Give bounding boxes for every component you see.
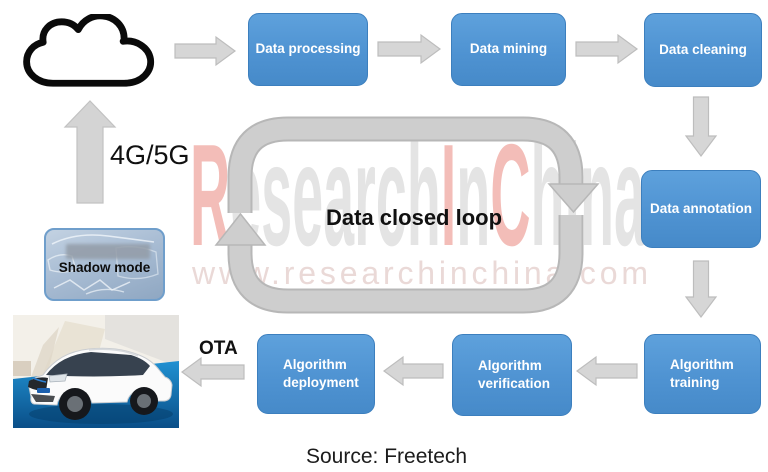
flow-box-label: Data processing	[255, 41, 361, 57]
ota-label: OTA	[199, 338, 238, 359]
flow-box-label: verification	[478, 376, 551, 391]
loop-up-arrowhead-icon	[214, 212, 267, 246]
flow-box-label: training	[670, 375, 720, 390]
source-caption: Source: Freetech	[306, 445, 468, 468]
flow-box-label: Algorithm	[283, 356, 347, 372]
flow-box-label: Data cleaning	[659, 41, 747, 57]
shadow-mode-label: Shadow mode	[58, 260, 151, 275]
flow-box-label: Algorithm	[478, 357, 542, 373]
arrow-annotation-to-training-icon	[684, 260, 718, 318]
flow-box-data-mining: Data mining	[451, 13, 566, 86]
shadow-mode-image: Shadow mode	[44, 228, 165, 301]
arrow-training-to-verification-icon	[575, 355, 638, 387]
car-photo	[13, 315, 179, 428]
arrow-mining-to-cleaning-icon	[575, 33, 639, 65]
flow-box-algorithm-training: Algorithm training	[644, 334, 761, 414]
flow-box-label: Data mining	[469, 41, 548, 57]
flow-box-data-cleaning: Data cleaning	[644, 13, 762, 87]
white-suv-illustration	[13, 315, 179, 428]
arrow-processing-to-mining-icon	[377, 33, 442, 65]
loop-down-arrowhead-icon	[547, 183, 600, 214]
flow-box-data-processing: Data processing	[248, 13, 368, 86]
arrow-ota-deployment-to-car-icon	[180, 356, 245, 388]
flow-box-label: Data annotation	[649, 200, 752, 216]
arrow-cloud-to-processing-icon	[174, 35, 237, 67]
closed-loop-arrow	[214, 116, 600, 314]
shadow-mode-car-wireframe	[47, 234, 159, 295]
arrow-cleaning-to-annotation-icon	[684, 96, 718, 157]
cloud-icon	[23, 14, 154, 87]
network-4g5g-label: 4G/5G	[110, 140, 190, 170]
loop-title: Data closed loop	[326, 205, 503, 230]
flow-box-algorithm-deployment: Algorithm deployment	[257, 334, 375, 414]
arrow-verification-to-deployment-icon	[382, 355, 444, 387]
flow-box-label: deployment	[283, 375, 359, 390]
arrow-car-to-cloud-icon	[63, 100, 117, 204]
flow-box-data-annotation: Data annotation	[641, 170, 761, 248]
flow-box-label: Algorithm	[670, 356, 734, 372]
flow-box-algorithm-verification: Algorithm verification	[452, 334, 572, 416]
